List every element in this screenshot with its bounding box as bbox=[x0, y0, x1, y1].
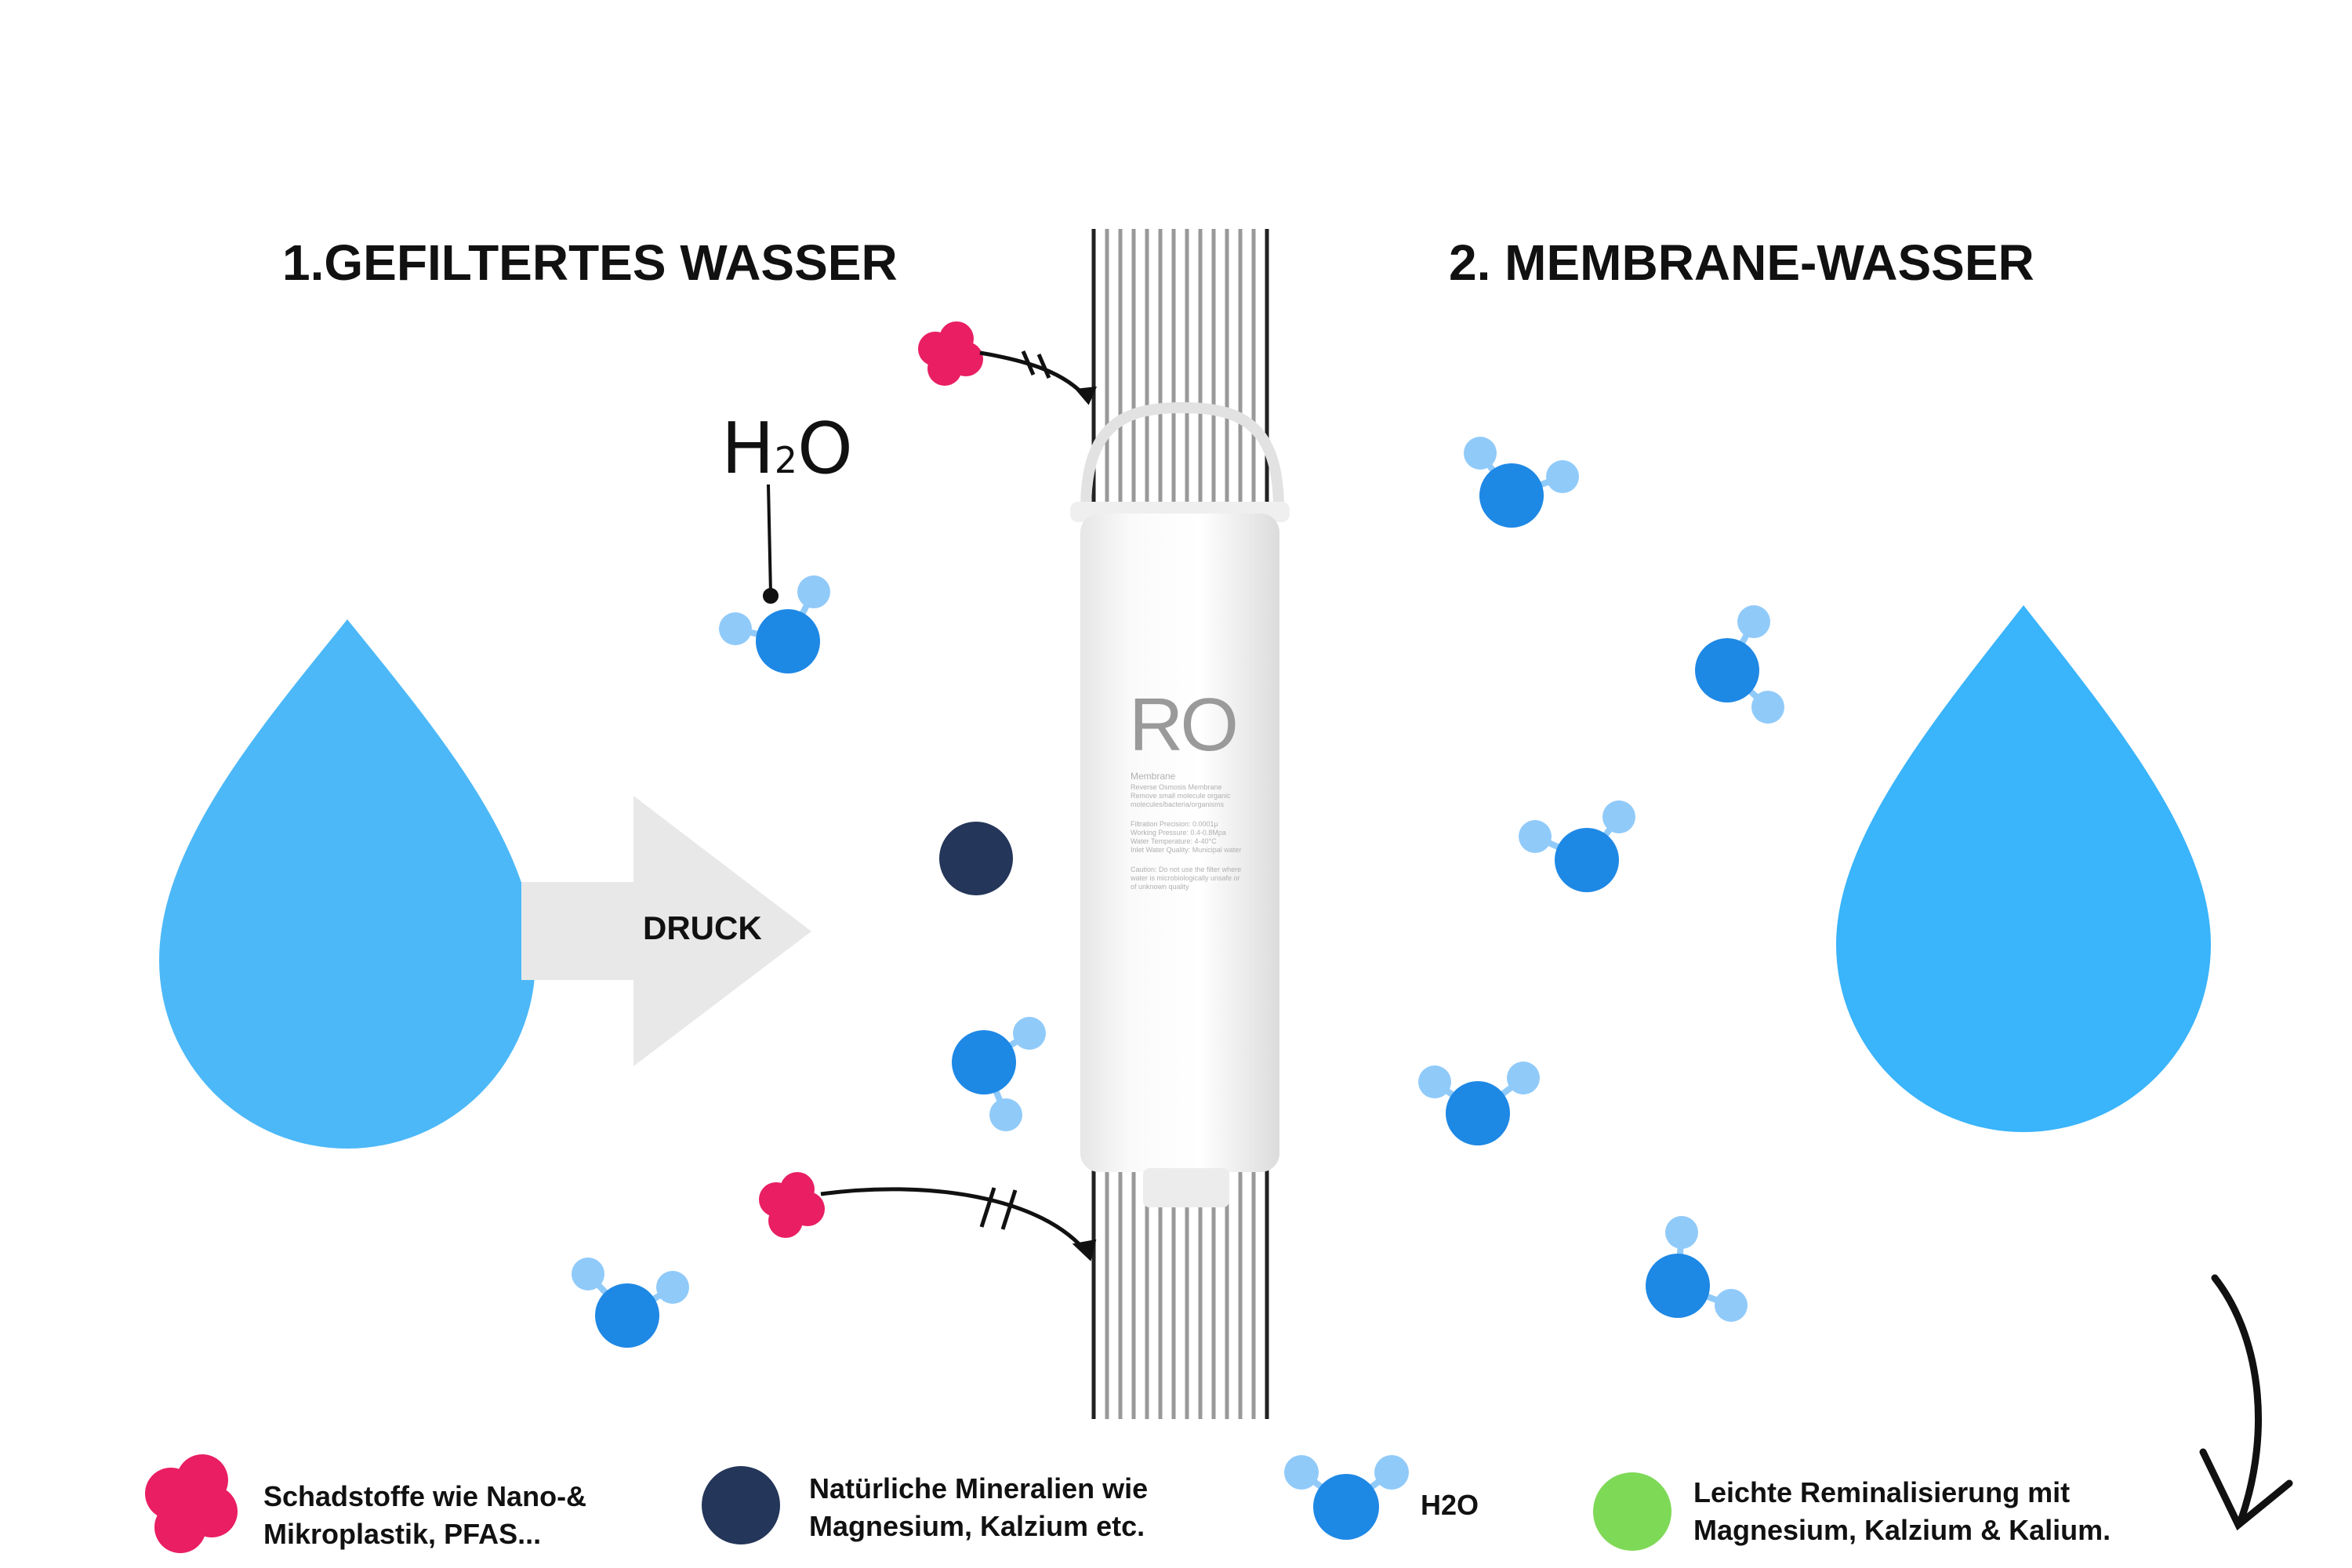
h2o-molecule-icon bbox=[1284, 1455, 1409, 1540]
filter-spec-line: Filtration Precision: 0.0001μ bbox=[1131, 820, 1218, 828]
filter-spec-line: Remove small molecule organic bbox=[1131, 792, 1231, 800]
h2o-molecule bbox=[1519, 800, 1635, 892]
blocked-arrow-top bbox=[979, 350, 1098, 405]
mineral-particle bbox=[939, 822, 1013, 895]
legend-remineralization-text: Leichte Reminalisierung mit Magnesium, K… bbox=[1693, 1474, 2111, 1549]
h2o-molecule bbox=[1418, 1062, 1540, 1145]
pollutant-particle bbox=[918, 321, 983, 386]
legend-line: Mikroplastik, PFAS... bbox=[263, 1518, 542, 1550]
h2o-molecule bbox=[1646, 1216, 1748, 1322]
legend-mineral-text: Natürliche Mineralien wie Magnesium, Kal… bbox=[809, 1470, 1148, 1545]
filter-spec-line: water is microbiologically unsafe or bbox=[1131, 874, 1240, 882]
pressure-arrow bbox=[521, 796, 811, 1066]
mineral-icon bbox=[702, 1466, 780, 1544]
h2o-molecule bbox=[952, 1017, 1046, 1131]
h2o-annotation: H2O bbox=[721, 408, 853, 490]
legend-line: Leichte Reminalisierung mit bbox=[1693, 1476, 2071, 1508]
pressure-label: DRUCK bbox=[643, 909, 762, 946]
filter-spec-line: Reverse Osmosis Membrane bbox=[1131, 783, 1222, 791]
h2o-annotation-o: O bbox=[797, 408, 853, 490]
heading-filtered-water: 1.GEFILTERTES WASSER bbox=[282, 234, 898, 291]
filter-spec-line: Inlet Water Quality: Municipal water bbox=[1131, 846, 1242, 854]
h2o-molecule bbox=[1464, 437, 1579, 528]
h2o-annotation-sub: 2 bbox=[774, 439, 797, 481]
ro-filter-cartridge bbox=[1070, 401, 1290, 1207]
filter-spec-line: Water Temperature: 4-40°C bbox=[1131, 837, 1217, 845]
pollutant-icon bbox=[145, 1454, 238, 1553]
filter-spec-line: Working Pressure: 0.4-0.8Mpa bbox=[1131, 829, 1226, 837]
legend-line: Magnesium, Kalzium & Kalium. bbox=[1693, 1514, 2111, 1546]
h2o-pointer bbox=[763, 484, 779, 604]
filter-spec-line: Membrane bbox=[1131, 771, 1176, 782]
filter-spec-line: of unknown quality bbox=[1131, 883, 1189, 891]
blocked-arrow-bottom bbox=[820, 1187, 1097, 1261]
filter-spec-line: molecules/bacteria/organisms bbox=[1131, 800, 1225, 808]
heading-membrane-water: 2. MEMBRANE-WASSER bbox=[1449, 234, 2034, 291]
filter-label: RO bbox=[1129, 683, 1239, 767]
legend-h2o-text: H2O bbox=[1421, 1486, 1479, 1524]
filter-spec-line: Caution: Do not use the filter where bbox=[1131, 866, 1242, 873]
h2o-molecule bbox=[1695, 605, 1784, 724]
h2o-molecule bbox=[572, 1258, 689, 1348]
legend-pollutant-text: Schadstoffe wie Nano-& Mikroplastik, PFA… bbox=[263, 1478, 586, 1553]
remineralization-icon bbox=[1593, 1472, 1671, 1551]
water-drop-left bbox=[159, 619, 535, 1149]
pollutant-particle bbox=[759, 1172, 825, 1238]
filter-spec-text: Membrane Reverse Osmosis Membrane Remove… bbox=[1131, 771, 1264, 891]
water-drop-right bbox=[1836, 605, 2211, 1132]
legend-line: Magnesium, Kalzium etc. bbox=[809, 1510, 1145, 1542]
h2o-molecule bbox=[719, 575, 830, 673]
curved-arrow-down-icon bbox=[2199, 1274, 2293, 1531]
h2o-annotation-h: H bbox=[721, 408, 775, 490]
legend-line: H2O bbox=[1421, 1489, 1479, 1521]
legend-line: Schadstoffe wie Nano-& bbox=[263, 1480, 587, 1512]
legend-line: Natürliche Mineralien wie bbox=[809, 1472, 1149, 1504]
